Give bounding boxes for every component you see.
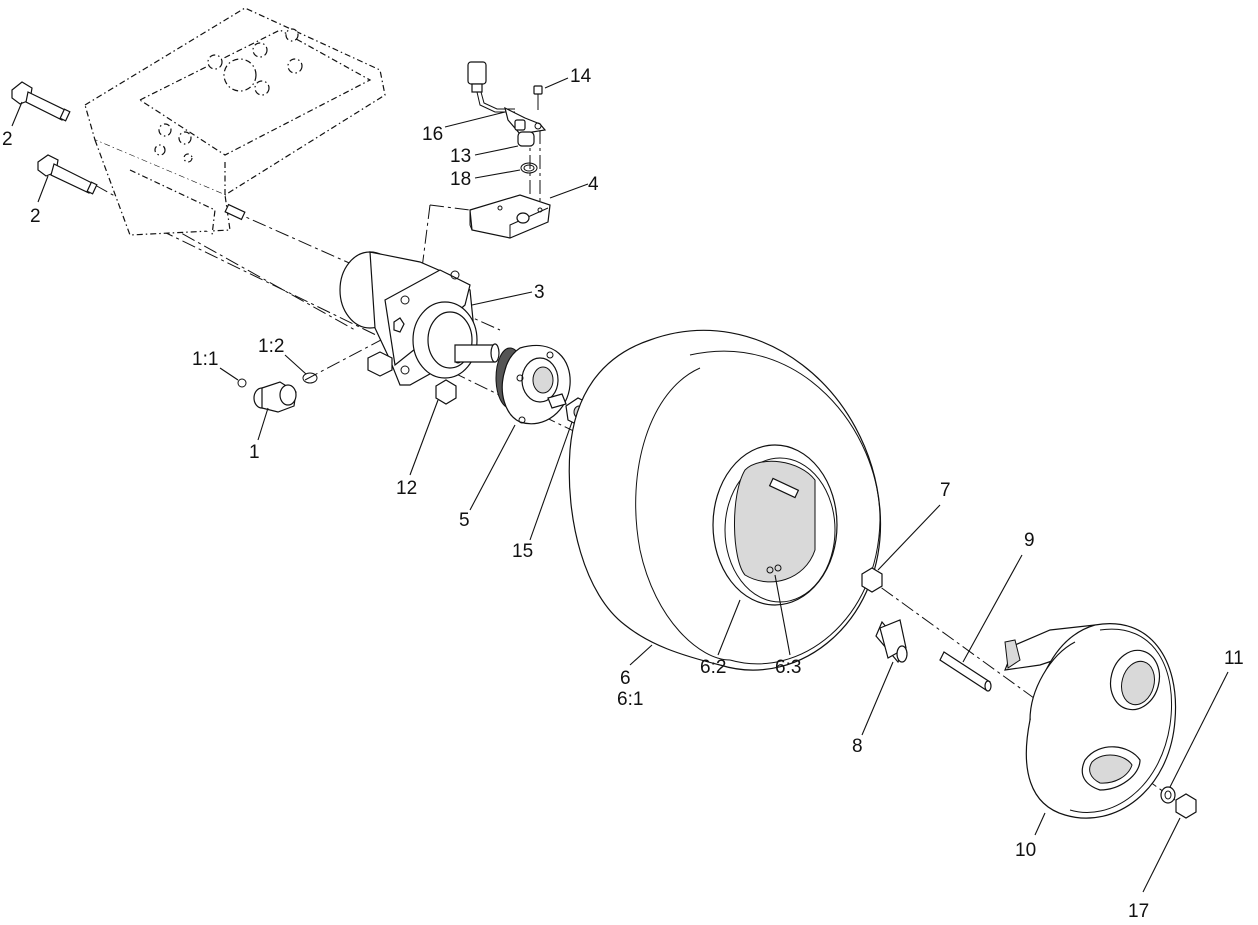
callout-7: 7 (940, 480, 951, 501)
callout-3: 3 (534, 282, 545, 303)
tire-wheel-6 (568, 329, 882, 671)
callout-17: 17 (1128, 901, 1149, 922)
oring-18 (520, 162, 538, 174)
callout-15: 15 (512, 541, 533, 562)
bolt-2-upper (11, 81, 71, 122)
callout-11: 11 (1224, 648, 1244, 669)
callout-6: 6 (620, 668, 631, 689)
nut-12 (435, 379, 457, 405)
sensor-13 (514, 119, 535, 147)
hub-5 (495, 345, 571, 425)
cover-10 (1004, 623, 1177, 819)
callout-4: 4 (588, 174, 599, 195)
callout-18: 18 (450, 169, 471, 190)
spacer-8 (875, 619, 908, 664)
callout-16: 16 (422, 124, 443, 145)
callout-5: 5 (459, 510, 470, 531)
callout-6-2: 6:2 (700, 657, 726, 678)
nut-17 (1175, 793, 1197, 819)
fitting-1 (237, 372, 318, 413)
screw-14 (533, 85, 543, 110)
nut-7 (861, 567, 883, 593)
sensor-harness-16 (467, 61, 547, 135)
pin-9 (939, 651, 992, 692)
frame-weldment (84, 7, 386, 236)
leader-lines (11, 77, 1229, 893)
callout-14: 14 (570, 66, 592, 87)
callout-10: 10 (1015, 840, 1036, 861)
callout-2-lower: 2 (30, 206, 41, 227)
callout-2-upper: 2 (2, 129, 13, 150)
callout-labels: 2 2 1 1:1 1:2 12 5 15 3 4 14 16 13 18 6 … (2, 66, 1244, 922)
callout-1-2: 1:2 (258, 336, 284, 357)
callout-1-1: 1:1 (192, 349, 218, 370)
callout-1: 1 (249, 442, 260, 463)
callout-12: 12 (396, 478, 417, 499)
callout-13: 13 (450, 146, 471, 167)
washer-11 (1160, 786, 1176, 804)
bracket-4 (469, 194, 551, 239)
wheel-motor-3 (339, 251, 500, 386)
callout-6-1: 6:1 (617, 689, 643, 710)
callout-9: 9 (1024, 530, 1035, 551)
bolt-2-lower (37, 154, 98, 195)
callout-8: 8 (852, 736, 863, 757)
callout-6-3: 6:3 (775, 657, 801, 678)
